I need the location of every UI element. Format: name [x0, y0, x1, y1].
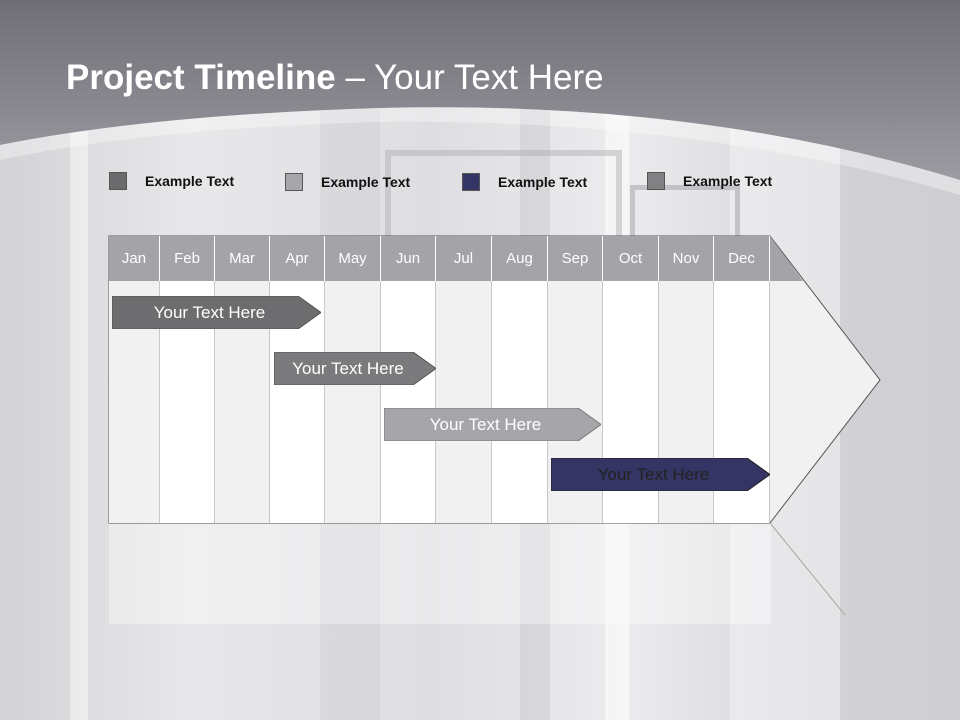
month-header: Feb: [160, 236, 215, 281]
month-header: Mar: [215, 236, 270, 281]
month-header: Dec: [714, 236, 770, 281]
legend-item-1: Example Text: [109, 170, 234, 192]
task-bar-4[interactable]: Your Text Here: [551, 458, 770, 491]
month-header: Nov: [659, 236, 714, 281]
legend-swatch: [462, 173, 480, 191]
legend-item-2: Example Text: [285, 171, 410, 193]
header-band: [0, 0, 960, 195]
legend-label: Example Text: [683, 173, 773, 189]
month-header: May: [325, 236, 381, 281]
month-column: [436, 281, 492, 523]
month-column: [381, 281, 436, 523]
legend-item-3: Example Text: [462, 171, 587, 193]
month-header: Jun: [381, 236, 436, 281]
task-label: Your Text Here: [153, 302, 266, 322]
title-rest: – Your Text Here: [335, 58, 604, 97]
month-header: Oct: [603, 236, 659, 281]
title-bold: Project Timeline: [66, 58, 336, 97]
task-bar-3[interactable]: Your Text Here: [384, 408, 601, 441]
legend-swatch: [109, 172, 127, 190]
legend-swatch: [285, 173, 303, 191]
month-column: [325, 281, 381, 523]
legend-item-4: Example Text: [647, 170, 772, 192]
month-header: Apr: [270, 236, 325, 281]
task-label: Your Text Here: [292, 358, 404, 378]
page-title: Project Timeline – Your Text Here: [66, 58, 604, 98]
task-label: Your Text Here: [597, 464, 710, 484]
month-header: Jul: [436, 236, 492, 281]
legend-label: Example Text: [321, 174, 411, 190]
legend-label: Example Text: [145, 173, 235, 189]
month-header: Sep: [548, 236, 603, 281]
month-column: [492, 281, 548, 523]
task-bar-2[interactable]: Your Text Here: [274, 352, 436, 385]
month-header: Aug: [492, 236, 548, 281]
task-label: Your Text Here: [429, 414, 542, 434]
legend-label: Example Text: [498, 174, 588, 190]
legend-swatch: [647, 172, 665, 190]
month-header: Jan: [109, 236, 160, 281]
task-bar-1[interactable]: Your Text Here: [112, 296, 321, 329]
